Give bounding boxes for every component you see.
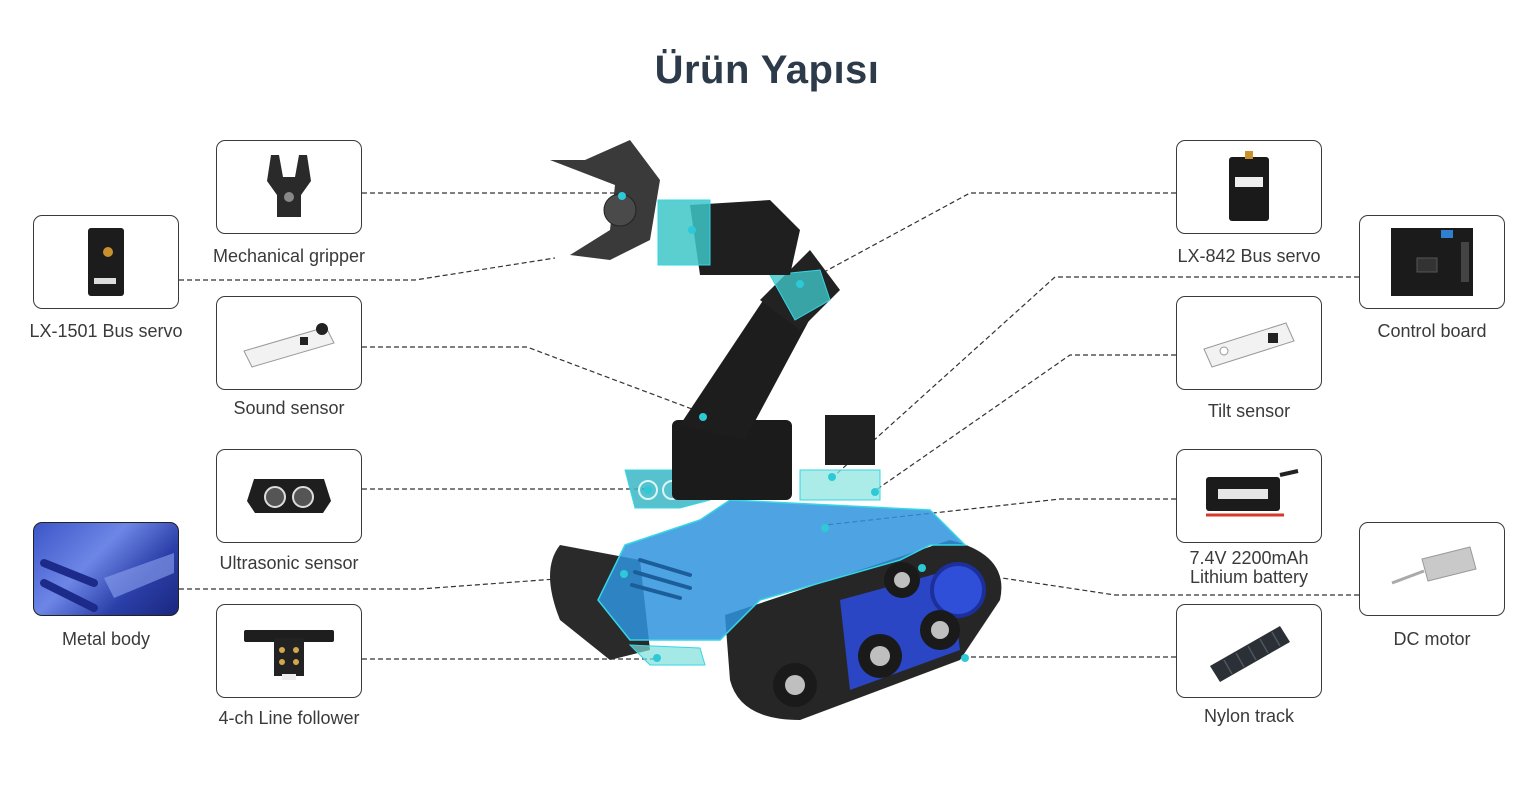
connector-dc-motor <box>1001 577 1359 596</box>
card-mechanical-gripper <box>216 140 362 234</box>
connector-sound <box>362 346 701 413</box>
card-ultrasonic-sensor <box>216 449 362 543</box>
card-tilt-sensor <box>1176 296 1322 390</box>
connector-control-board <box>831 276 1359 479</box>
label-nylon-track: Nylon track <box>1203 706 1295 726</box>
servo-icon <box>88 228 124 296</box>
servo-icon <box>1229 151 1269 221</box>
card-nylon-track <box>1176 604 1322 698</box>
label-mechanical-gripper: Mechanical gripper <box>212 246 366 266</box>
control-board-part <box>799 469 881 501</box>
card-metal-body <box>33 522 179 616</box>
control-board-icon <box>1391 228 1473 296</box>
line-follower-part <box>628 644 706 666</box>
arm-base <box>672 420 792 500</box>
card-dc-motor <box>1359 522 1505 616</box>
wrist <box>690 200 800 275</box>
gripper-servo <box>657 199 711 266</box>
card-sound-sensor <box>216 296 362 390</box>
metal-body-icon <box>40 553 174 612</box>
robot-illustration <box>550 140 1002 720</box>
label-lx-1501-bus-servo: LX-1501 Bus servo <box>29 321 183 341</box>
card-lx-842-bus-servo <box>1176 140 1322 234</box>
arm-servo-highlight <box>769 269 831 321</box>
card-lx-1501-bus-servo <box>33 215 179 309</box>
connector-lx1501 <box>179 257 556 281</box>
camera <box>825 415 875 465</box>
tilt-sensor-icon <box>1203 322 1295 368</box>
label-dc-motor: DC motor <box>1393 629 1471 649</box>
label-lithium-battery-line2: Lithium battery <box>1189 567 1309 587</box>
label-tilt-sensor: Tilt sensor <box>1207 401 1291 421</box>
arm-lower <box>680 290 820 440</box>
card-line-follower <box>216 604 362 698</box>
dc-motor-icon <box>1391 546 1477 585</box>
label-sound-sensor: Sound sensor <box>233 398 345 418</box>
nylon-track-icon <box>1210 626 1290 682</box>
connector-tilt <box>875 354 1176 491</box>
label-ultrasonic-sensor: Ultrasonic sensor <box>219 553 359 573</box>
ultrasonic-sensor-icon <box>247 479 331 513</box>
card-lithium-battery <box>1176 449 1322 543</box>
label-control-board: Control board <box>1377 321 1487 341</box>
gripper-icon <box>267 155 311 217</box>
label-metal-body: Metal body <box>61 629 151 649</box>
highlight-dots <box>618 192 969 662</box>
battery-icon <box>1206 469 1299 517</box>
gripper <box>550 140 660 260</box>
card-control-board <box>1359 215 1505 309</box>
label-lx-842-bus-servo: LX-842 Bus servo <box>1177 246 1321 266</box>
label-line-follower: 4-ch Line follower <box>218 708 360 728</box>
page-title: Ürün Yapısı <box>654 48 880 92</box>
line-follower-icon <box>244 630 334 680</box>
connector-lx842 <box>799 192 1176 286</box>
sound-sensor-icon <box>243 323 335 368</box>
chassis <box>597 499 967 641</box>
label-lithium-battery-line1: 7.4V 2200mAh <box>1189 548 1309 568</box>
